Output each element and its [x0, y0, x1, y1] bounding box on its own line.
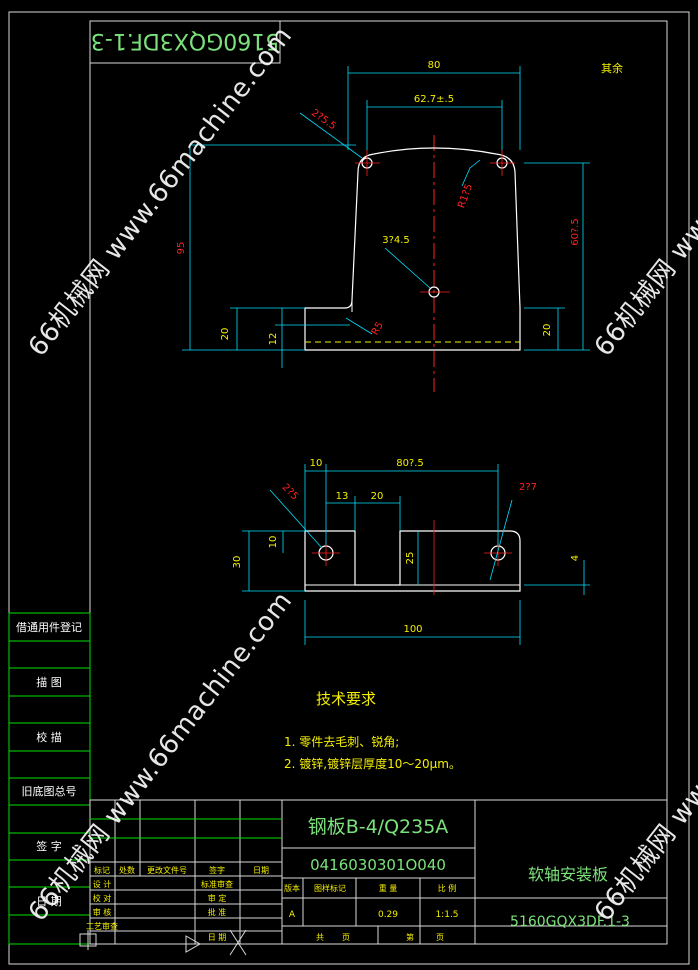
role2-1: 审 定	[208, 893, 227, 903]
rev-h-1: 处数	[119, 865, 135, 875]
dim-slot-width: 20	[371, 491, 384, 502]
part-number: 0416030301O040	[310, 856, 446, 874]
code-box	[89, 20, 281, 64]
dim-slot-depth: 25	[405, 552, 416, 565]
stage-h-0: 版本	[284, 883, 300, 893]
dim-thickness: 12	[268, 333, 279, 346]
side-row-1: 借通用件登记	[16, 620, 82, 634]
rev-h-0: 标记	[94, 865, 110, 875]
dim-base-thickness: 4	[570, 555, 581, 561]
role-0: 设 计	[93, 879, 112, 889]
dim-total-width: 80	[428, 60, 441, 71]
mirrored-drawing-code: 5160GQX3DF.1-3	[91, 28, 279, 53]
surface-note: 其余	[601, 61, 623, 75]
stage-v-0: A	[289, 910, 296, 920]
tech-requirements: 技术要求 1. 零件去毛刺、锐角; 2. 镀锌,镀锌层厚度10～20μm。	[284, 690, 461, 771]
stage-v-2: 0.29	[378, 910, 398, 920]
dim-radius-bottom: R5	[370, 320, 386, 337]
drawing-number: 5160GQX3DF.1-3	[510, 914, 630, 930]
tech-req-line2: 2. 镀锌,镀锌层厚度10～20μm。	[284, 756, 461, 771]
dim-flange-right: 20	[542, 324, 553, 337]
material: 钢板B-4/Q235A	[308, 816, 449, 838]
dim-hole-dia: 2?5.5	[309, 108, 338, 133]
dim-hole-offset: 60?.5	[570, 218, 581, 246]
role-1: 校 对	[93, 893, 112, 903]
side-row-3: 校 描	[36, 730, 62, 744]
dim-base-total-width: 100	[403, 624, 422, 635]
side-row-5: 签 字	[36, 839, 62, 853]
side-row-4: 旧底图总号	[22, 784, 77, 798]
dim-center-hole: 3?4.5	[382, 235, 410, 246]
dim-slot-offset: 13	[336, 491, 349, 502]
dim-base-hole-dia-right: 2?7	[519, 482, 537, 493]
role2-3: 日 期	[208, 933, 227, 942]
dim-base-hole-dia-left: 2?5	[279, 482, 300, 503]
dim-base-hole-spacing: 80?.5	[396, 458, 424, 469]
tech-req-title: 技术要求	[316, 690, 376, 708]
stage-h-2: 重 量	[379, 883, 398, 893]
sheet-3: 页	[436, 933, 444, 942]
sheet-0: 共	[316, 933, 324, 942]
title-block: 钢板B-4/Q235A 0416030301O040 软轴安装板 5160GQX…	[79, 799, 668, 956]
rev-h-2: 更改文件号	[147, 865, 187, 875]
sheet-1: 页	[342, 933, 350, 942]
stage-h-1: 图样标记	[314, 883, 346, 893]
sheet-2: 第	[406, 932, 414, 942]
dim-radius-top: R1?5	[456, 183, 475, 210]
dim-hole-spacing: 62.7±.5	[414, 94, 454, 105]
sheet-outline	[8, 11, 690, 965]
dim-flange-left: 20	[220, 328, 231, 341]
dim-total-height: 95	[176, 242, 187, 255]
dim-depth: 30	[232, 556, 243, 569]
rev-h-3: 签字	[209, 865, 225, 875]
dim-left-edge: 10	[310, 458, 323, 469]
plate-outline	[304, 147, 521, 351]
tech-req-line1: 1. 零件去毛刺、锐角;	[284, 735, 399, 749]
role2-0: 标准审查	[201, 879, 233, 889]
rev-h-4: 日期	[253, 866, 269, 875]
role-2: 审 核	[93, 907, 112, 917]
side-table: 借通用件登记 描 图 校 描 旧底图总号 签 字 日 期	[8, 612, 91, 945]
part-name: 软轴安装板	[528, 865, 608, 884]
side-row-2: 描 图	[36, 675, 62, 689]
role2-2: 批 准	[208, 907, 227, 917]
stage-h-3: 比 例	[438, 883, 457, 893]
projection-symbol-icon	[79, 929, 247, 956]
stage-v-3: 1:1.5	[435, 910, 458, 920]
role-3: 工艺审查	[86, 921, 118, 931]
dim-hole-y: 10	[268, 536, 279, 549]
side-row-6: 日 期	[36, 895, 62, 908]
